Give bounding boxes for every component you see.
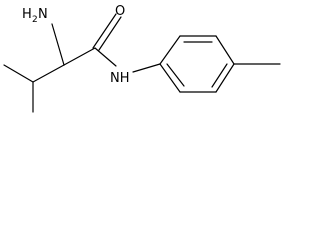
ring-bond-3 bbox=[215, 35, 235, 65]
bond-carbonyl-double-b bbox=[98, 16, 122, 51]
structure-diagram: H 2 N O NH bbox=[0, 0, 286, 116]
ring-bond-6 bbox=[159, 63, 181, 93]
bond-carbonyl-nh bbox=[94, 47, 117, 67]
amide-nh-label: NH bbox=[110, 71, 130, 86]
bond-carbonyl-double-a bbox=[92, 13, 117, 49]
amine-h-label: H bbox=[22, 7, 32, 22]
ring-inner-double-2 bbox=[211, 63, 228, 88]
ring-inner-double-3 bbox=[166, 63, 185, 87]
carbonyl-oxygen-label: O bbox=[115, 4, 125, 19]
amine-subscript-label: 2 bbox=[32, 15, 38, 25]
ring-bond-4 bbox=[215, 63, 235, 93]
bond-isopropyl-ch bbox=[32, 64, 65, 83]
bond-nh-ring bbox=[132, 63, 161, 73]
bond-alpha-amine bbox=[51, 23, 65, 66]
bond-alpha-carbonyl bbox=[63, 47, 96, 66]
bond-methyl-left bbox=[3, 64, 34, 83]
amine-n-label: N bbox=[38, 7, 48, 22]
ring-bond-1 bbox=[159, 35, 181, 65]
molecule-svg: H 2 N O NH bbox=[3, 4, 281, 113]
